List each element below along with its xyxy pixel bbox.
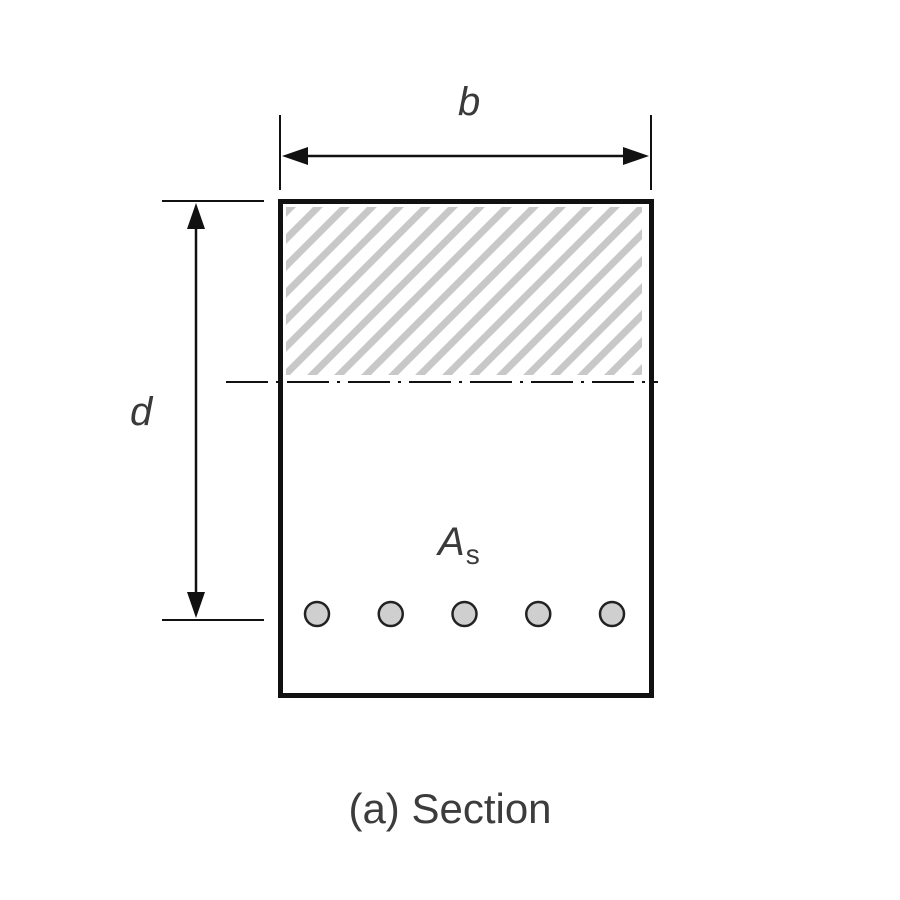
hatch-stroke — [286, 207, 296, 217]
hatch-stroke — [442, 207, 620, 375]
reinforcement-label-main: A — [438, 520, 465, 564]
hatch-stroke — [0, 180, 21, 400]
hatch-stroke — [334, 207, 512, 375]
figure-caption: (a) Section — [348, 785, 552, 832]
reinforcement-bar — [525, 600, 552, 628]
hatch-stroke — [0, 180, 48, 400]
hatch-stroke — [523, 256, 642, 375]
hatch-stroke — [0, 180, 156, 400]
hatch-stroke — [307, 207, 485, 375]
hatch-stroke — [71, 180, 291, 400]
hatch-stroke — [631, 364, 642, 375]
reinforcement-label-subscript: s — [465, 539, 480, 570]
width-arrowhead-right — [623, 147, 649, 165]
section-outline — [278, 199, 654, 698]
reinforcement-bars — [303, 600, 626, 628]
hatch-stroke — [44, 180, 264, 400]
hatch-stroke — [388, 207, 566, 375]
hatch-stroke — [0, 180, 102, 400]
reinforcement-area-label: As — [438, 520, 480, 569]
hatch-stroke — [550, 283, 642, 375]
depth-dimension — [162, 200, 264, 621]
hatch-stroke — [469, 207, 642, 375]
compression-zone-hatch — [0, 180, 900, 400]
width-dimension — [279, 115, 652, 190]
reinforcement-bar — [303, 600, 331, 628]
hatch-stroke — [286, 207, 431, 352]
hatch-stroke — [0, 180, 210, 400]
hatch-stroke — [415, 207, 593, 375]
depth-label-d: d — [130, 390, 153, 434]
hatch-stroke — [577, 310, 642, 375]
hatch-stroke — [286, 207, 404, 325]
reinforcement-bar — [451, 600, 478, 628]
hatch-stroke — [286, 207, 350, 271]
hatch-stroke — [0, 180, 129, 400]
hatch-stroke — [286, 207, 458, 375]
hatch-stroke — [17, 180, 237, 400]
width-arrowhead-left — [282, 147, 308, 165]
hatch-stroke — [286, 207, 323, 244]
depth-arrowhead-top — [187, 203, 205, 229]
hatch-stroke — [665, 180, 885, 400]
reinforcement-bar — [598, 600, 626, 628]
hatch-stroke — [286, 207, 377, 298]
width-label-b: b — [458, 80, 481, 124]
hatch-stroke — [638, 180, 858, 400]
reinforcement-bar — [377, 600, 404, 628]
hatch-stroke — [604, 337, 642, 375]
hatch-stroke — [692, 180, 900, 400]
hatch-stroke — [0, 180, 75, 400]
hatch-stroke — [0, 180, 183, 400]
hatch-stroke — [361, 207, 539, 375]
depth-arrowhead-bottom — [187, 592, 205, 618]
hatch-stroke — [496, 229, 642, 375]
